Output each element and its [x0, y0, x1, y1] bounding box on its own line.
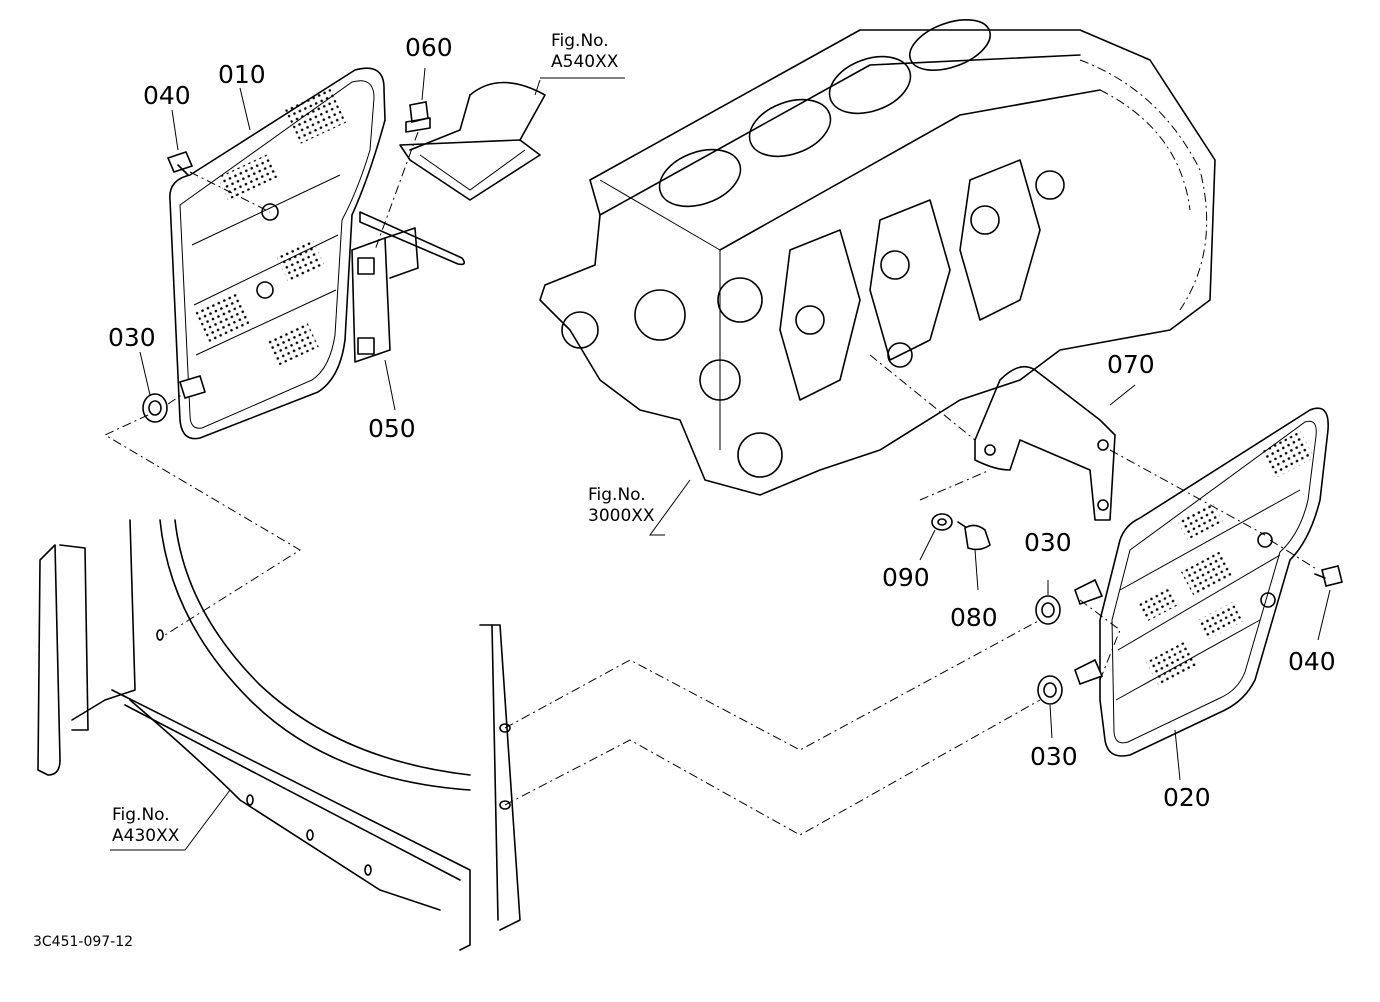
grommet-030-left [142, 375, 207, 423]
label-030-right-lower: 030 [1030, 742, 1078, 771]
figure-ref-a540-line1: Fig.No. [551, 31, 609, 51]
label-030-right-upper: 030 [1024, 528, 1072, 557]
label-060: 060 [405, 33, 453, 62]
reference-part-a540 [399, 77, 625, 201]
figure-ref-a540[interactable]: Fig.No. A540XX [551, 31, 618, 74]
bolt-060 [374, 67, 431, 251]
label-010: 010 [218, 60, 266, 89]
figure-ref-3000[interactable]: Fig.No. 3000XX [588, 485, 655, 528]
bolt-040-right [1269, 539, 1343, 641]
figure-ref-a430-line2: A430XX [112, 826, 180, 847]
label-040-right: 040 [1288, 647, 1336, 676]
assembly-leader-lines [103, 414, 1121, 836]
label-050: 050 [368, 414, 416, 443]
side-cover-010 [169, 67, 386, 440]
frame-a430 [37, 519, 521, 951]
figure-ref-a540-line2: A540XX [551, 52, 619, 73]
grommet-030-right-lower [1037, 658, 1104, 739]
figure-ref-3000-line1: Fig.No. [588, 485, 646, 505]
bolt-080 [919, 469, 991, 591]
engine-block-3000 [539, 19, 1216, 536]
side-cover-020 [1099, 407, 1329, 757]
bolt-040-left [166, 151, 271, 213]
label-040-left: 040 [143, 81, 191, 110]
label-030-left: 030 [108, 323, 156, 352]
bracket-050 [351, 211, 466, 411]
figure-ref-a430-line1: Fig.No. [112, 805, 170, 825]
bracket-070 [869, 354, 1266, 536]
figure-ref-3000-line2: 3000XX [588, 506, 655, 527]
label-020: 020 [1163, 783, 1211, 812]
label-070: 070 [1107, 350, 1155, 379]
washer-090 [919, 513, 953, 561]
label-090: 090 [882, 563, 930, 592]
label-leaders [139, 87, 1181, 781]
grommet-030-right-upper [1035, 578, 1104, 625]
figure-ref-a430[interactable]: Fig.No. A430XX [112, 805, 179, 848]
drawing-code: 3C451-097-12 [33, 934, 134, 950]
label-080: 080 [950, 603, 998, 632]
